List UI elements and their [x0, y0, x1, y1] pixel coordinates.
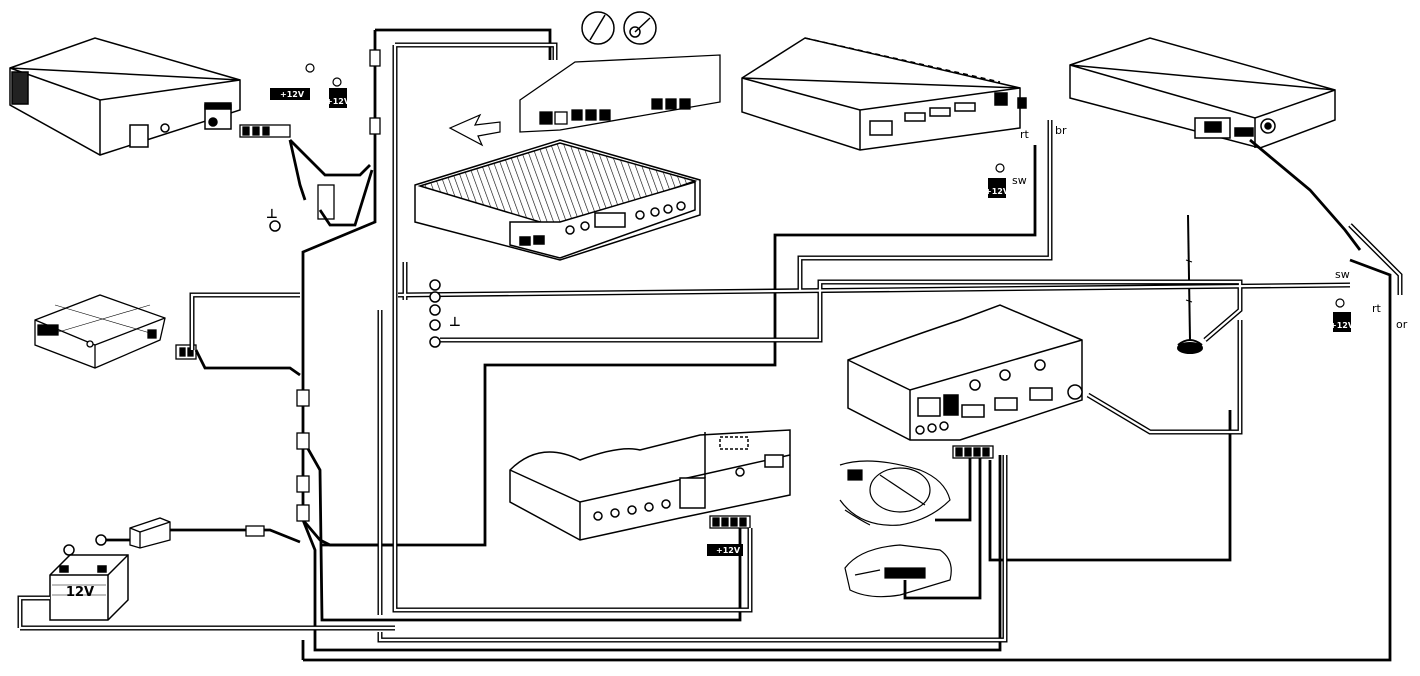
- dashboard-sketch: [839, 460, 951, 526]
- radio-harness-connector: [239, 124, 335, 220]
- telephone-transceiver: [509, 429, 791, 541]
- plus12v-label-fuse: +12V: [326, 97, 351, 106]
- radio-main-connector: [952, 445, 994, 459]
- plus12v-label-nav: +12V: [1330, 321, 1355, 330]
- battery-label: 12V: [66, 585, 94, 600]
- ground-symbol-center: ⊥: [449, 315, 461, 330]
- amplifier-terminal-board: [519, 54, 721, 133]
- wires-heavy: [100, 28, 1392, 662]
- control-box-left: [34, 294, 166, 369]
- harness-clips: [245, 49, 381, 537]
- plus12v-label-cd: +12V: [985, 187, 1010, 196]
- navigation-box: [1069, 37, 1336, 149]
- wires-double-inner: [18, 43, 1402, 642]
- inline-filter: [129, 517, 171, 549]
- car-sketch: [844, 544, 952, 598]
- plus12v-label-phone: +12V: [716, 546, 741, 555]
- wire-label-or-nav: or: [1396, 318, 1408, 331]
- arrow-pointer: [448, 113, 501, 147]
- amplifier: [414, 139, 701, 261]
- radio-head-unit: [9, 37, 241, 156]
- ground-symbol-radio: ⊥: [266, 207, 278, 222]
- plus12v-label-radio: +12V: [280, 90, 305, 99]
- wire-label-rt-cd: rt: [1020, 128, 1030, 141]
- wire-label-rt-nav: rt: [1372, 302, 1382, 315]
- telephone-connector: [709, 515, 751, 529]
- wire-label-sw-cd: sw: [1012, 174, 1027, 187]
- wire-label-br-cd: br: [1055, 124, 1067, 137]
- bulb-symbols: [305, 63, 1345, 308]
- antenna: [1177, 214, 1203, 354]
- plus12v-badges: [270, 88, 1351, 556]
- detail-magnifier-circles: [581, 11, 657, 45]
- cd-changer: [741, 37, 1027, 151]
- ground-terminals: [63, 220, 441, 556]
- radio-main-unit: [847, 304, 1083, 441]
- wire-label-sw-nav: sw: [1335, 268, 1350, 281]
